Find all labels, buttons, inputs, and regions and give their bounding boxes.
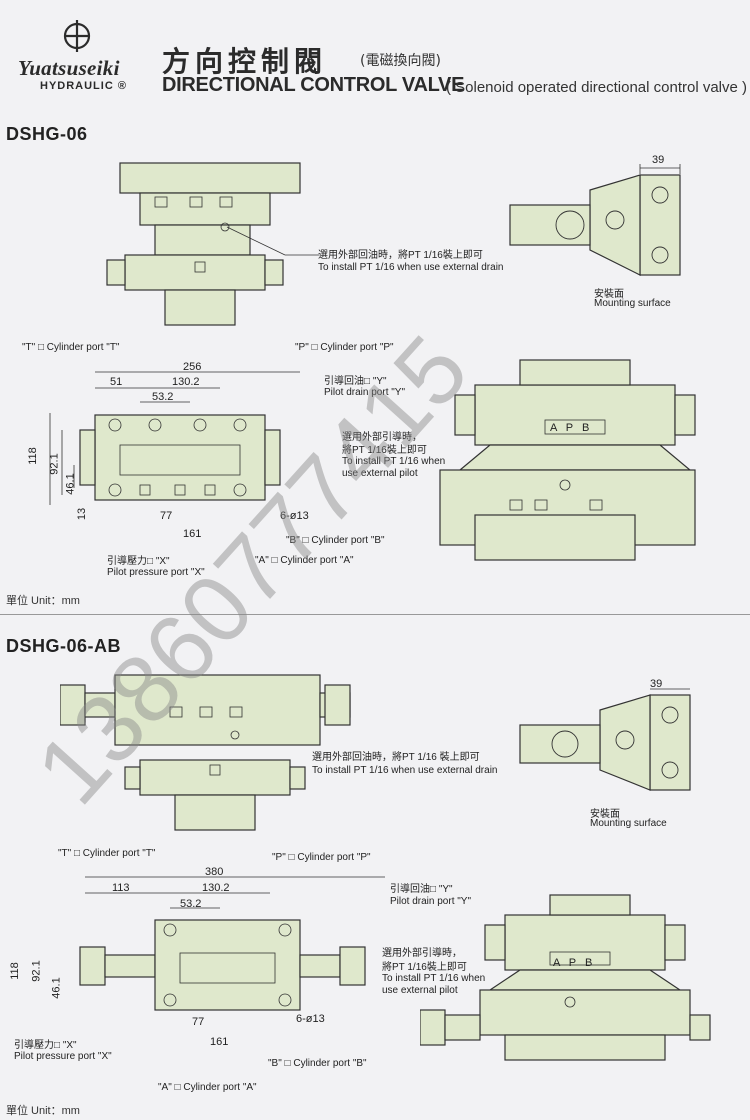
mount-en-ab: Mounting surface bbox=[590, 818, 667, 829]
pilot-drain-en: Pilot drain port "Y" bbox=[324, 387, 406, 398]
dim-161-ab: 161 bbox=[210, 1036, 229, 1048]
dim-51: 51 bbox=[110, 376, 123, 388]
valve-side-view bbox=[509, 164, 681, 276]
dim-77-ab: 77 bbox=[192, 1016, 205, 1028]
unit-note-ab: 單位 Unit：mm bbox=[6, 1105, 80, 1117]
dim-39: 39 bbox=[652, 154, 665, 166]
dim-130: 130.2 bbox=[172, 376, 200, 388]
page-subtitle: ( Solenoid operated directional control … bbox=[446, 79, 748, 96]
valve-iso-view bbox=[439, 359, 696, 561]
section-title-dshg-06: DSHG-06 bbox=[6, 124, 88, 144]
dim-53: 53.2 bbox=[152, 391, 174, 403]
drain-note-en-ab: To install PT 1/16 when use external dra… bbox=[312, 765, 498, 776]
port-b-label-ab: "B" □ Cylinder port "B" bbox=[268, 1058, 367, 1069]
ext-pilot-zh1: 選用外部引導時， bbox=[342, 432, 422, 443]
dim-77: 77 bbox=[160, 510, 173, 522]
ext-pilot-en2-ab: use external pilot bbox=[382, 985, 458, 996]
port-p-label-ab: "P" □ Cylinder port "P" bbox=[272, 852, 371, 863]
drain-note-en: To install PT 1/16 when use external dra… bbox=[318, 262, 504, 273]
drain-note-zh-ab: 選用外部回油時，將PT 1/16 裝上即可 bbox=[312, 752, 480, 763]
page-title-zh-sub: (電磁換向閥) bbox=[360, 53, 441, 69]
ext-pilot-en1-ab: To install PT 1/16 when bbox=[382, 973, 486, 984]
dim-92-ab: 92.1 bbox=[30, 960, 43, 982]
port-a-label-ab: "A" □ Cylinder port "A" bbox=[158, 1082, 257, 1093]
valve-top-view-ab bbox=[60, 674, 351, 831]
pilot-drain-zh: 引導回油□ "Y" bbox=[324, 376, 387, 387]
dim-161: 161 bbox=[183, 528, 202, 540]
ext-pilot-zh1-ab: 選用外部引導時， bbox=[382, 948, 462, 959]
dim-118-ab: 118 bbox=[8, 962, 21, 980]
port-p-label: "P" □ Cylinder port "P" bbox=[295, 342, 394, 353]
apb-label-ab: A P B bbox=[553, 957, 596, 969]
pilot-drain-en-ab: Pilot drain port "Y" bbox=[390, 896, 472, 907]
pilot-press-en: Pilot pressure port "X" bbox=[107, 567, 205, 578]
valve-side-view-ab bbox=[519, 688, 691, 791]
ext-pilot-zh2-ab: 將PT 1/16裝上即可 bbox=[382, 962, 467, 973]
dim-256: 256 bbox=[183, 361, 202, 373]
dim-13: 13 bbox=[76, 507, 89, 521]
dim-39-ab: 39 bbox=[650, 678, 663, 690]
dim-130-ab: 130.2 bbox=[202, 882, 230, 894]
dim-92: 92.1 bbox=[48, 453, 61, 475]
valve-port-view-ab bbox=[79, 876, 385, 1011]
mount-en: Mounting surface bbox=[594, 298, 671, 309]
page-title-zh: 方向控制閥 bbox=[162, 45, 328, 78]
mount-zh-ab: 安裝面 bbox=[590, 809, 620, 820]
ext-pilot-zh2: 將PT 1/16裝上即可 bbox=[342, 445, 427, 456]
pilot-press-zh-ab: 引導壓力□ "X" bbox=[14, 1040, 77, 1051]
port-t-label-ab: "T" □ Cylinder port "T" bbox=[58, 848, 156, 859]
valve-iso-view-ab bbox=[420, 894, 711, 1061]
port-t-label: "T" □ Cylinder port "T" bbox=[22, 342, 120, 353]
dim-380: 380 bbox=[205, 866, 224, 878]
unit-note: 單位 Unit：mm bbox=[6, 595, 80, 607]
port-a-label: "A" □ Cylinder port "A" bbox=[255, 555, 354, 566]
dim-113: 113 bbox=[112, 882, 130, 894]
drain-leader-line bbox=[226, 226, 319, 256]
valve-top-view bbox=[106, 162, 301, 326]
dim-6-13-ab: 6-ø13 bbox=[296, 1013, 325, 1025]
dim-6-13: 6-ø13 bbox=[280, 510, 309, 522]
brand-sub: HYDRAULIC ® bbox=[40, 80, 127, 92]
apb-label: A P B bbox=[550, 422, 593, 434]
brand-name: Yuatsuseiki bbox=[18, 56, 120, 80]
dim-53-ab: 53.2 bbox=[180, 898, 202, 910]
ext-pilot-en2: use external pilot bbox=[342, 468, 418, 479]
valve-port-view bbox=[49, 371, 300, 505]
pilot-drain-zh-ab: 引導回油□ "Y" bbox=[390, 884, 453, 895]
section-title-dshg-06-ab: DSHG-06-AB bbox=[6, 636, 122, 656]
mount-zh: 安裝面 bbox=[594, 289, 624, 300]
port-b-label: "B" □ Cylinder port "B" bbox=[286, 535, 385, 546]
ext-pilot-en1: To install PT 1/16 when bbox=[342, 456, 446, 467]
dim-46-ab: 46.1 bbox=[50, 977, 63, 999]
page-title: DIRECTIONAL CONTROL VALVE bbox=[162, 74, 465, 96]
dim-118: 118 bbox=[26, 447, 39, 465]
pilot-press-en-ab: Pilot pressure port "X" bbox=[14, 1051, 112, 1062]
dim-46: 46.1 bbox=[64, 473, 77, 495]
section-divider bbox=[0, 614, 750, 615]
brand-logo bbox=[63, 20, 91, 52]
pilot-press-zh: 引導壓力□ "X" bbox=[107, 556, 170, 567]
drain-note-zh: 選用外部回油時，將PT 1/16裝上即可 bbox=[318, 250, 483, 261]
